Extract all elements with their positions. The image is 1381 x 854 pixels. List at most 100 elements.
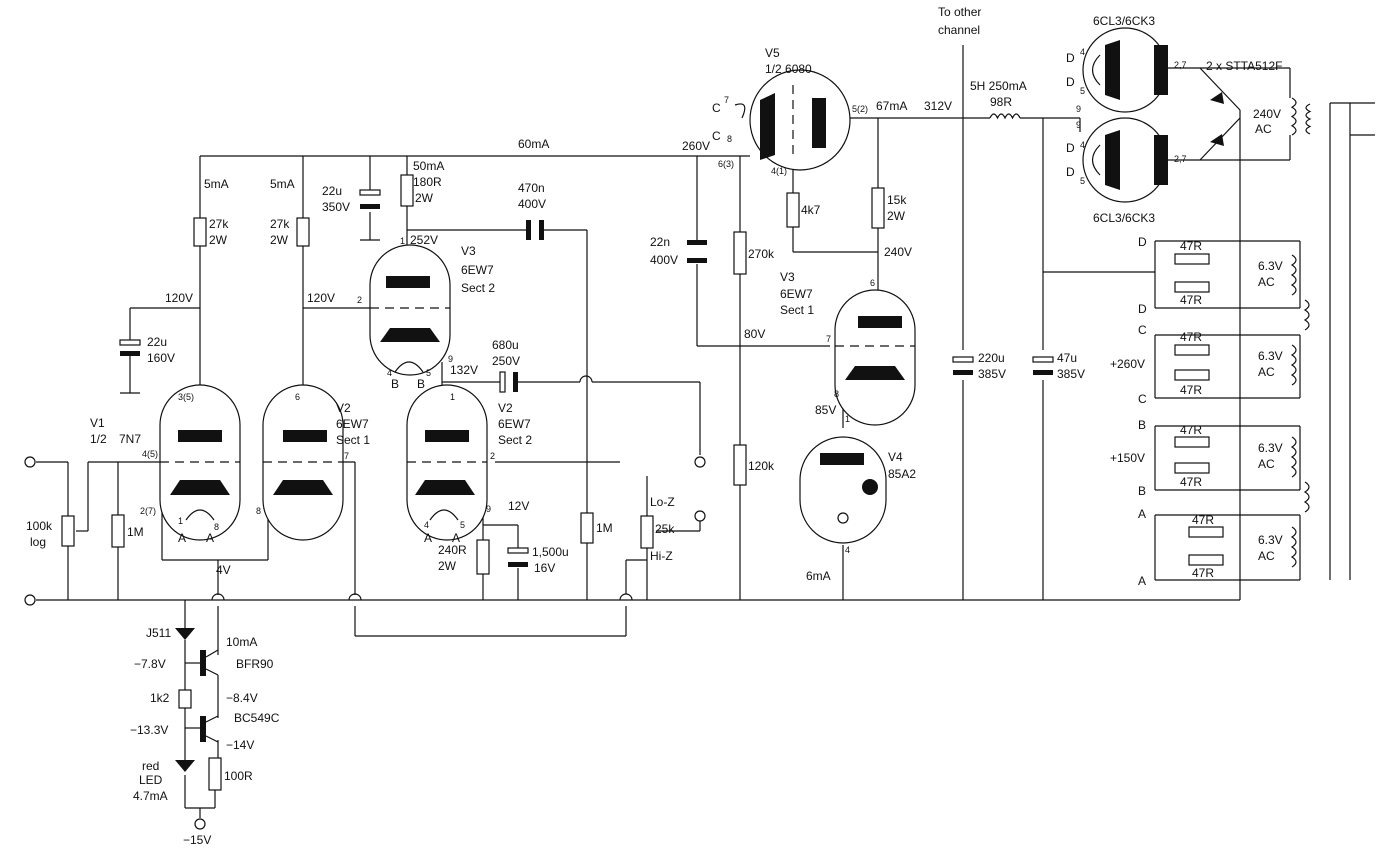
label-v1-a-1: A <box>178 531 186 545</box>
label-47r-4: 47R <box>1180 383 1202 397</box>
label-rect-tube-bottom: 6CL3/6CK3 <box>1093 211 1155 225</box>
label-j511: J511 <box>146 626 171 640</box>
label-v3-sect2: Sect 2 <box>461 281 495 295</box>
label-7n7: 7N7 <box>119 432 141 446</box>
pin-v5-8: 8 <box>727 134 732 144</box>
label-47r-5: 47R <box>1180 423 1202 437</box>
label-a-2: A <box>1138 574 1146 588</box>
pin-v3-5: 5 <box>426 368 431 378</box>
label-120k: 120k <box>748 459 775 473</box>
rectifier-tube-bottom <box>1082 117 1168 203</box>
label-c-1: C <box>1138 323 1147 337</box>
pin-v2-7: 7 <box>344 451 349 461</box>
pin-2-7: 2(7) <box>140 506 156 516</box>
label-85a2: 85A2 <box>888 467 916 481</box>
pin-rect-5b: 5 <box>1080 176 1085 186</box>
label-v2-a-1: A <box>424 531 432 545</box>
rectifier-tube-top <box>1082 27 1168 113</box>
label-16v: 16V <box>534 561 555 575</box>
label-1500u: 1,500u <box>532 545 569 559</box>
label-47ma: 4.7mA <box>133 789 168 803</box>
pin-v1-8: 8 <box>214 522 219 532</box>
tube-v3-sect2 <box>369 244 451 376</box>
pin-3-5: 3(5) <box>178 392 194 402</box>
pin-v5-4-1: 4(1) <box>771 166 787 176</box>
resistors <box>61 174 1224 791</box>
label-25k: 25k <box>655 522 675 536</box>
pin-v5-7: 7 <box>724 95 729 105</box>
label-v2-sect1: Sect 1 <box>336 433 370 447</box>
label-47r-7: 47R <box>1192 513 1214 527</box>
tube-v3-sect1 <box>834 289 916 426</box>
label-80v: 80V <box>744 327 765 341</box>
label-red: red <box>142 759 159 773</box>
labels: To other channel 6CL3/6CK3 6CL3/6CK3 2 x… <box>26 5 1283 847</box>
label-252v: 252V <box>410 233 438 247</box>
label-v2-2: V2 <box>498 401 513 415</box>
label-bfr90: BFR90 <box>236 657 274 671</box>
label-rect-d-4: D <box>1066 165 1075 179</box>
pin-rect-27a: 2,7 <box>1174 60 1187 70</box>
label-v3-1: V3 <box>780 270 795 284</box>
label-m14v: −14V <box>226 738 254 752</box>
diodes <box>175 92 1224 772</box>
label-bc549c: BC549C <box>234 711 280 725</box>
label-to-other: To other <box>938 5 981 19</box>
pin-v5-6-3: 6(3) <box>718 159 734 169</box>
label-v3-6ew7: 6EW7 <box>461 263 494 277</box>
label-60ma: 60mA <box>518 137 549 151</box>
label-240v-ac: 240V <box>1253 107 1281 121</box>
label-5ma-1: 5mA <box>204 177 229 191</box>
label-plus260v: +260V <box>1110 357 1145 371</box>
label-led: LED <box>139 773 163 787</box>
label-v2-a-2: A <box>452 531 460 545</box>
tube-v5-6080 <box>734 69 851 171</box>
label-6v3-4: 6.3V <box>1258 533 1283 547</box>
label-240r-2w: 2W <box>438 559 457 573</box>
label-27k-1: 27k <box>209 217 229 231</box>
label-15k: 15k <box>887 193 907 207</box>
label-1m-b: 1M <box>596 521 613 535</box>
label-1k2: 1k2 <box>150 691 170 705</box>
label-160v: 160V <box>147 351 175 365</box>
label-6v3-1-ac: AC <box>1258 275 1275 289</box>
label-m78v: −7.8V <box>134 657 166 671</box>
label-v2-sect2: Sect 2 <box>498 433 532 447</box>
label-diodes: 2 x STTA512F <box>1206 59 1282 73</box>
label-m133v: −13.3V <box>130 723 168 737</box>
pin-v2b-5: 5 <box>460 520 465 530</box>
label-132v: 132V <box>450 363 478 377</box>
label-10ma: 10mA <box>226 635 257 649</box>
label-log: log <box>30 535 46 549</box>
label-d-2: D <box>1138 302 1147 316</box>
pin-rect-9a: 9 <box>1076 104 1081 114</box>
choke-inductor <box>989 113 1021 120</box>
label-470n-400v: 400V <box>518 197 546 211</box>
label-v3-2: V3 <box>461 244 476 258</box>
terminals <box>24 456 706 830</box>
pin-v2-6: 6 <box>295 392 300 402</box>
label-50ma: 50mA <box>413 159 444 173</box>
label-47r-3: 47R <box>1180 330 1202 344</box>
pin-rect-4b: 4 <box>1080 140 1085 150</box>
pin-v2b-4: 4 <box>424 520 429 530</box>
label-22u: 22u <box>322 184 342 198</box>
label-220u: 220u <box>978 351 1005 365</box>
capacitors <box>119 189 1054 567</box>
label-hi-z: Hi-Z <box>650 549 673 563</box>
label-choke: 5H 250mA <box>970 79 1027 93</box>
label-680u: 680u <box>492 338 519 352</box>
label-1m-a: 1M <box>127 525 144 539</box>
label-180r: 180R <box>413 175 442 189</box>
transformer-coils <box>1290 97 1312 568</box>
label-m15v: −15V <box>183 833 211 847</box>
pin-v5-5-2: 5(2) <box>852 104 868 114</box>
pin-4-5: 4(5) <box>142 449 158 459</box>
pin-rect-5a: 5 <box>1080 86 1085 96</box>
pin-v3-1: 1 <box>400 236 405 246</box>
label-100k: 100k <box>26 519 53 533</box>
label-12v: 12V <box>508 499 529 513</box>
label-channel: channel <box>938 23 980 37</box>
label-240v: 240V <box>884 245 912 259</box>
pin-v3-9: 9 <box>448 354 453 364</box>
